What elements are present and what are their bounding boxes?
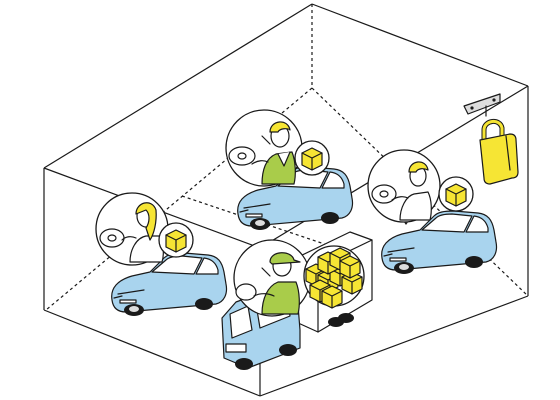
hair	[135, 202, 157, 241]
box-bubble-car-middle	[294, 140, 330, 176]
padlock-icon	[463, 93, 519, 185]
bubble-driver-green-cap	[233, 239, 311, 317]
bubble-driver-green-shirt	[225, 109, 303, 187]
bottom-edge-right	[259, 295, 529, 397]
steering-wheel-icon	[235, 283, 257, 301]
hair	[269, 121, 291, 133]
steering-wheel-icon	[99, 228, 125, 248]
bottom-edge-left	[43, 309, 261, 397]
box-bubble-car-left	[158, 222, 194, 258]
hair	[408, 161, 429, 173]
steering-wheel-icon	[371, 184, 397, 204]
wall-bracket	[463, 93, 501, 115]
top-edge-left	[43, 3, 313, 169]
green-cap	[269, 252, 301, 265]
top-edge-right	[311, 3, 529, 87]
box-bubble-car-right	[438, 176, 474, 212]
bubble-driver-woman	[95, 192, 169, 266]
bubble-driver-white-shirt	[367, 149, 441, 225]
green-shirt	[261, 281, 300, 315]
box-bubble-truck	[303, 245, 365, 309]
steering-wheel-icon	[228, 146, 256, 166]
back-floor-right	[311, 87, 529, 297]
back-floor-left	[45, 87, 313, 311]
